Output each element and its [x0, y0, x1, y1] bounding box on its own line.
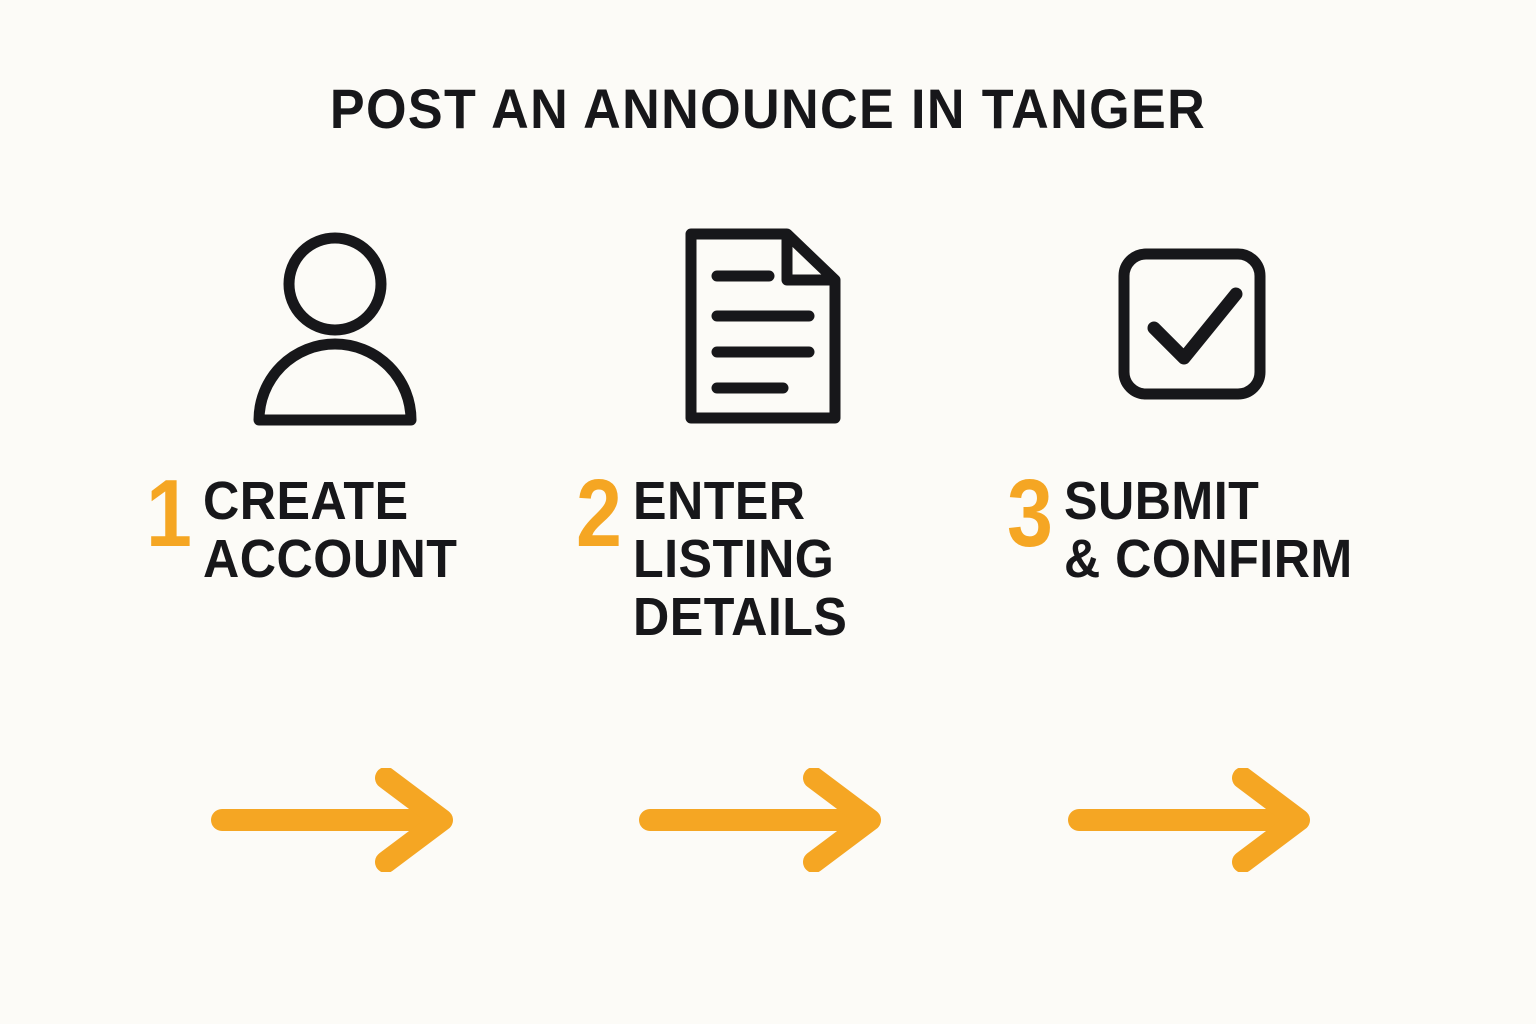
person-icon: [253, 232, 417, 425]
step-1-label-line-1: CREATE: [203, 471, 409, 531]
step-3-icon-wrap: [977, 218, 1407, 433]
step-1: 1 CREATE ACCOUNT: [120, 0, 550, 1024]
step-1-number: 1: [146, 460, 192, 567]
step-1-icon-wrap: [120, 218, 550, 433]
step-3-label-line-1: SUBMIT: [1064, 471, 1260, 531]
step-3: 3 SUBMIT & CONFIRM: [977, 0, 1407, 1024]
arrow-right-icon: [639, 768, 881, 872]
step-1-label-row: 1 CREATE ACCOUNT: [120, 460, 576, 589]
arrow-right-icon: [211, 768, 453, 872]
step-3-label-line-2: & CONFIRM: [1064, 529, 1354, 589]
step-2-label-line-1: ENTER: [633, 471, 806, 531]
step-3-arrow-wrap: [977, 765, 1463, 875]
page-title: POST AN ANNOUNCE IN TANGER: [329, 77, 1207, 140]
step-2-arrow-wrap: [548, 765, 1026, 875]
step-2-label-line-2: LISTING: [633, 529, 835, 589]
step-1-arrow-wrap: [120, 765, 592, 875]
step-1-label-line-2: ACCOUNT: [203, 529, 458, 589]
step-3-label: SUBMIT & CONFIRM: [1064, 472, 1353, 588]
step-2-label: ENTER LISTING DETAILS: [633, 472, 847, 646]
step-2: 2 ENTER LISTING DETAILS: [548, 0, 978, 1024]
step-1-label: CREATE ACCOUNT: [203, 472, 457, 588]
document-lines-icon: [685, 228, 841, 423]
step-2-number: 2: [576, 460, 622, 567]
step-3-label-row: 3 SUBMIT & CONFIRM: [977, 460, 1437, 589]
arrow-right-icon: [1068, 768, 1310, 872]
step-3-number: 3: [1007, 460, 1053, 567]
step-2-icon-wrap: [548, 218, 978, 433]
step-2-label-row: 2 ENTER LISTING DETAILS: [548, 460, 1006, 647]
step-2-label-line-3: DETAILS: [633, 587, 848, 647]
checkbox-check-icon: [1118, 248, 1266, 399]
